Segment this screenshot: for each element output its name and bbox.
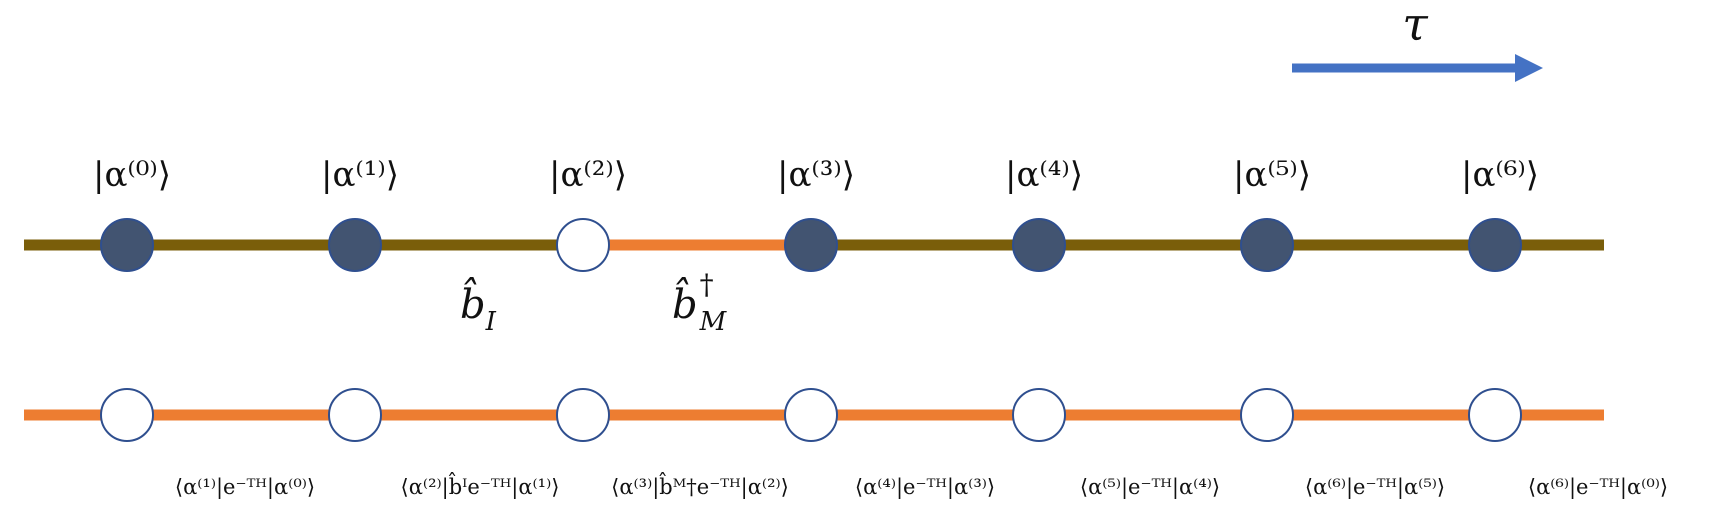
top-node-1-filled: [328, 218, 382, 272]
top-node-6-filled: [1468, 218, 1522, 272]
operator-b-dagger-M-base: b̂: [672, 278, 698, 328]
matrix-element-4: ⟨α⁽⁵⁾|e⁻ᵀᴴ|α⁽⁴⁾⟩: [1080, 475, 1220, 500]
state-labels: |α⁽⁰⁾⟩ |α⁽¹⁾⟩ |α⁽²⁾⟩ |α⁽³⁾⟩ |α⁽⁴⁾⟩ |α⁽⁵⁾⟩ |α⁽⁶…: [93, 155, 1539, 195]
state-label-0: |α⁽⁰⁾⟩: [93, 155, 171, 195]
top-node-3-filled: [784, 218, 838, 272]
operator-b-I-sub: I: [485, 307, 497, 337]
tau-arrow: τ: [1292, 0, 1543, 82]
bottom-node-4: [1012, 388, 1066, 442]
bottom-node-5: [1240, 388, 1294, 442]
operator-b-I-base: b̂: [460, 278, 486, 328]
operator-b-dagger-M-sup: †: [700, 268, 714, 301]
top-node-0-filled: [100, 218, 154, 272]
bottom-node-1: [328, 388, 382, 442]
matrix-element-labels: ⟨α⁽¹⁾|e⁻ᵀᴴ|α⁽⁰⁾⟩ ⟨α⁽²⁾|b̂ᴵe⁻ᵀᴴ|α⁽¹⁾⟩ ⟨α⁽³⁾…: [175, 472, 1668, 500]
bottom-track-nodes: [100, 388, 1522, 442]
tau-label: τ: [1402, 0, 1429, 51]
state-label-6: |α⁽⁶⁾⟩: [1461, 155, 1539, 195]
top-node-4-filled: [1012, 218, 1066, 272]
matrix-element-6: ⟨α⁽⁶⁾|e⁻ᵀᴴ|α⁽⁰⁾⟩: [1528, 475, 1668, 500]
matrix-element-2: ⟨α⁽³⁾|b̂ᴹ†e⁻ᵀᴴ|α⁽²⁾⟩: [611, 472, 789, 500]
state-label-1: |α⁽¹⁾⟩: [321, 155, 399, 195]
tau-arrow-head: [1515, 54, 1543, 82]
state-label-5: |α⁽⁵⁾⟩: [1233, 155, 1311, 195]
matrix-element-3: ⟨α⁽⁴⁾|e⁻ᵀᴴ|α⁽³⁾⟩: [855, 475, 995, 500]
top-node-5-filled: [1240, 218, 1294, 272]
top-node-2-empty: [556, 218, 610, 272]
bottom-node-3: [784, 388, 838, 442]
matrix-element-0: ⟨α⁽¹⁾|e⁻ᵀᴴ|α⁽⁰⁾⟩: [175, 475, 315, 500]
operator-b-dagger-M-sub: M: [699, 307, 728, 337]
bottom-node-0: [100, 388, 154, 442]
top-track-nodes: [100, 218, 1522, 272]
bottom-node-6: [1468, 388, 1522, 442]
state-label-4: |α⁽⁴⁾⟩: [1005, 155, 1083, 195]
operator-b-I: b̂I: [460, 278, 497, 337]
operator-b-dagger-M: b̂† M: [672, 268, 728, 337]
state-label-2: |α⁽²⁾⟩: [549, 155, 627, 195]
matrix-element-5: ⟨α⁽⁶⁾|e⁻ᵀᴴ|α⁽⁵⁾⟩: [1305, 475, 1445, 500]
bottom-node-2: [556, 388, 610, 442]
state-label-3: |α⁽³⁾⟩: [777, 155, 855, 195]
operator-labels: b̂I b̂†M: [460, 268, 728, 337]
matrix-element-1: ⟨α⁽²⁾|b̂ᴵe⁻ᵀᴴ|α⁽¹⁾⟩: [401, 472, 560, 500]
